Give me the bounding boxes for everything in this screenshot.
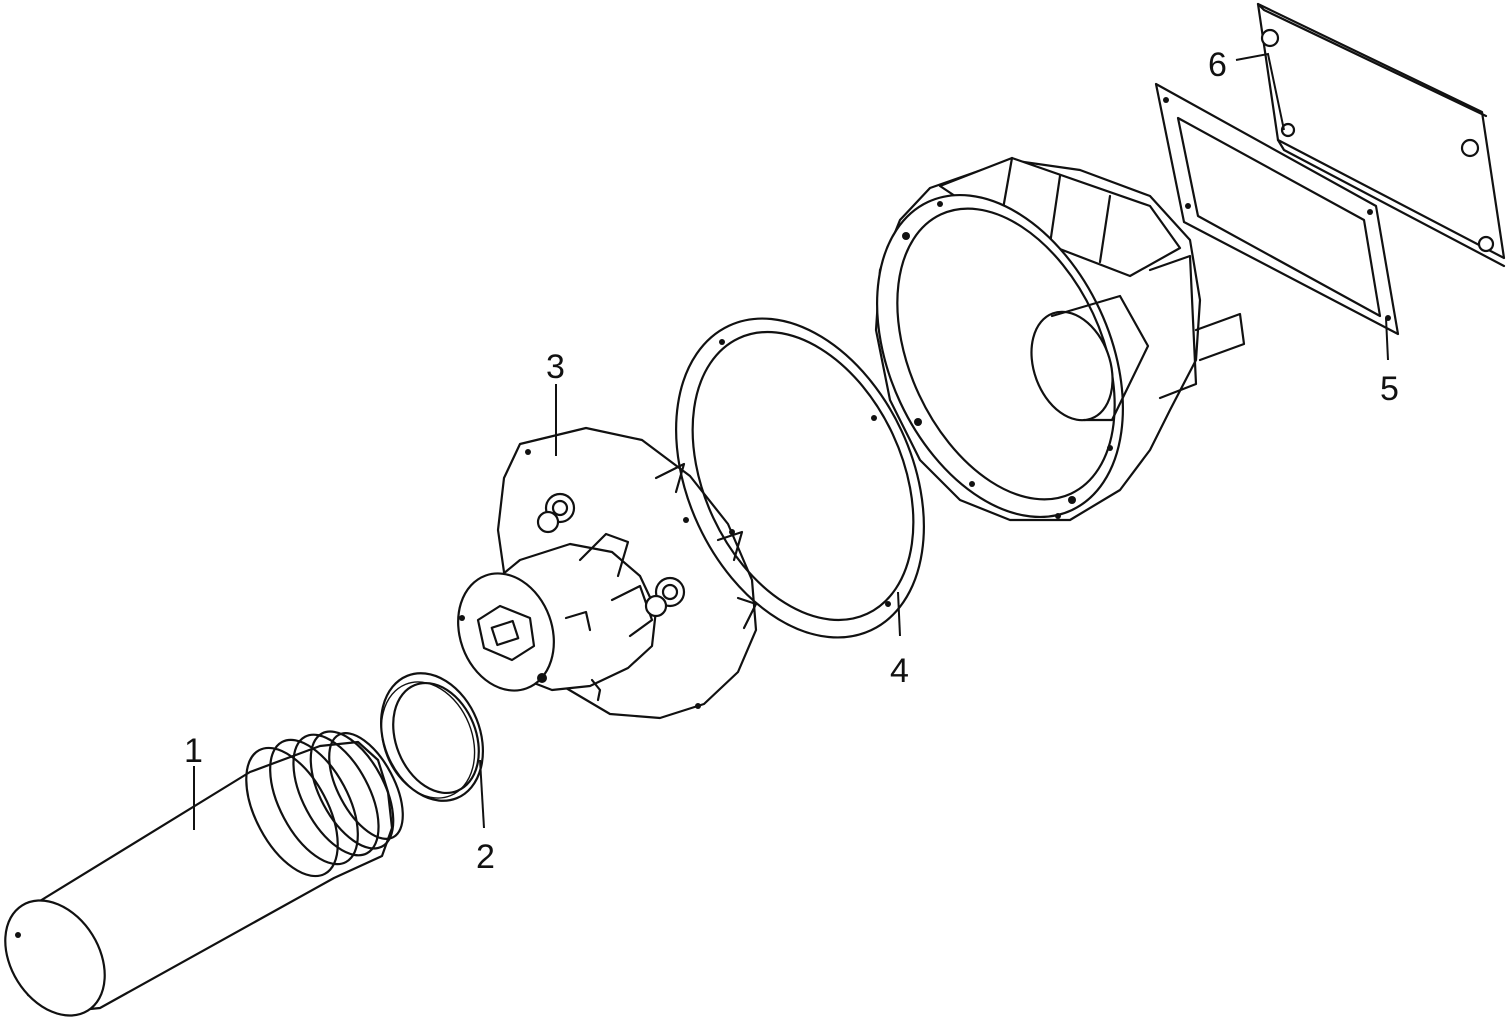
callouts: 1 2 3 4 5 6	[184, 46, 1399, 876]
callout-1: 1	[184, 732, 203, 770]
part-5-flange-gasket	[1154, 82, 1400, 336]
blower-housing	[874, 156, 1246, 522]
part-2-ring	[379, 672, 485, 802]
part-1-tube	[4, 730, 404, 1017]
part-3-motor-plate	[457, 426, 758, 720]
part-6-cover-plate	[1256, 2, 1506, 268]
callout-6: 6	[1208, 46, 1227, 84]
leader-lines	[193, 52, 1389, 830]
callout-3: 3	[546, 348, 565, 386]
callout-4: 4	[890, 652, 909, 690]
callout-2: 2	[476, 838, 495, 876]
callout-5: 5	[1380, 370, 1399, 408]
part-4-gasket	[675, 317, 925, 639]
